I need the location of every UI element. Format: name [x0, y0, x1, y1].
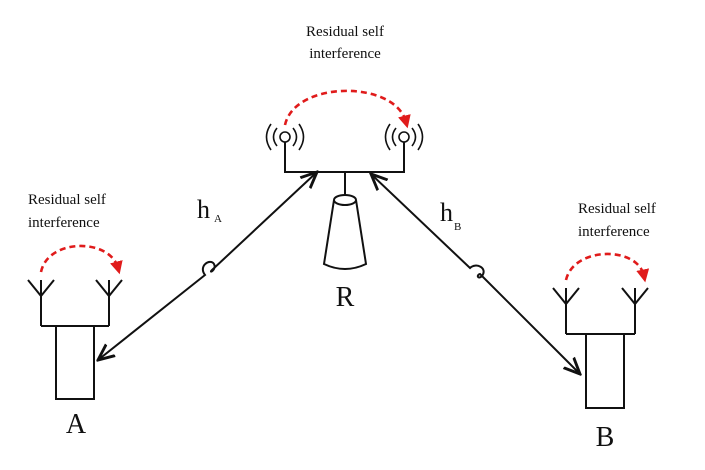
node-label-b: B: [596, 422, 615, 453]
node-a-body: [55, 325, 95, 400]
channel-label-ha-main: h: [197, 195, 210, 224]
channel-label-hb: h B: [440, 198, 461, 233]
node-a-left-antenna-icon: [27, 279, 55, 326]
node-b: B: [552, 287, 649, 453]
node-label-r: R: [336, 282, 355, 313]
channel-link-b: [371, 174, 580, 374]
node-b-left-antenna-icon: [552, 287, 580, 334]
relay-annotation-line2: interference: [309, 46, 381, 62]
relay-annotation-line1: Residual self: [306, 24, 384, 40]
relay-interference-arc: [283, 89, 411, 129]
node-a-annotation-line1: Residual self: [28, 192, 106, 208]
node-b-annotation-line1: Residual self: [578, 201, 656, 217]
channel-label-hb-main: h: [440, 198, 453, 227]
relay-annotation: Residual self interference: [306, 24, 384, 62]
relay-right-antenna-icon: [384, 123, 424, 162]
node-a-annotation-line2: interference: [28, 215, 100, 231]
node-b-annotation-line2: interference: [578, 224, 650, 240]
channel-label-ha: h A: [197, 195, 222, 225]
node-a-annotation: Residual self interference: [28, 192, 106, 231]
relay-r: R: [265, 123, 424, 313]
relay-left-antenna-icon: [265, 123, 305, 162]
node-label-a: A: [66, 409, 87, 440]
node-b-body: [585, 333, 625, 409]
node-a-interference-arc: [39, 244, 123, 275]
node-b-annotation: Residual self interference: [578, 201, 656, 240]
relay-bus: [284, 162, 405, 173]
channel-label-hb-sub: B: [454, 221, 461, 233]
node-a-right-antenna-icon: [95, 279, 123, 326]
channel-label-ha-sub: A: [214, 213, 222, 225]
node-b-right-antenna-icon: [621, 287, 649, 334]
node-b-interference-arc: [564, 252, 650, 283]
relay-body: [322, 194, 368, 270]
node-a: A: [27, 279, 123, 440]
channel-link-a: [98, 172, 317, 360]
